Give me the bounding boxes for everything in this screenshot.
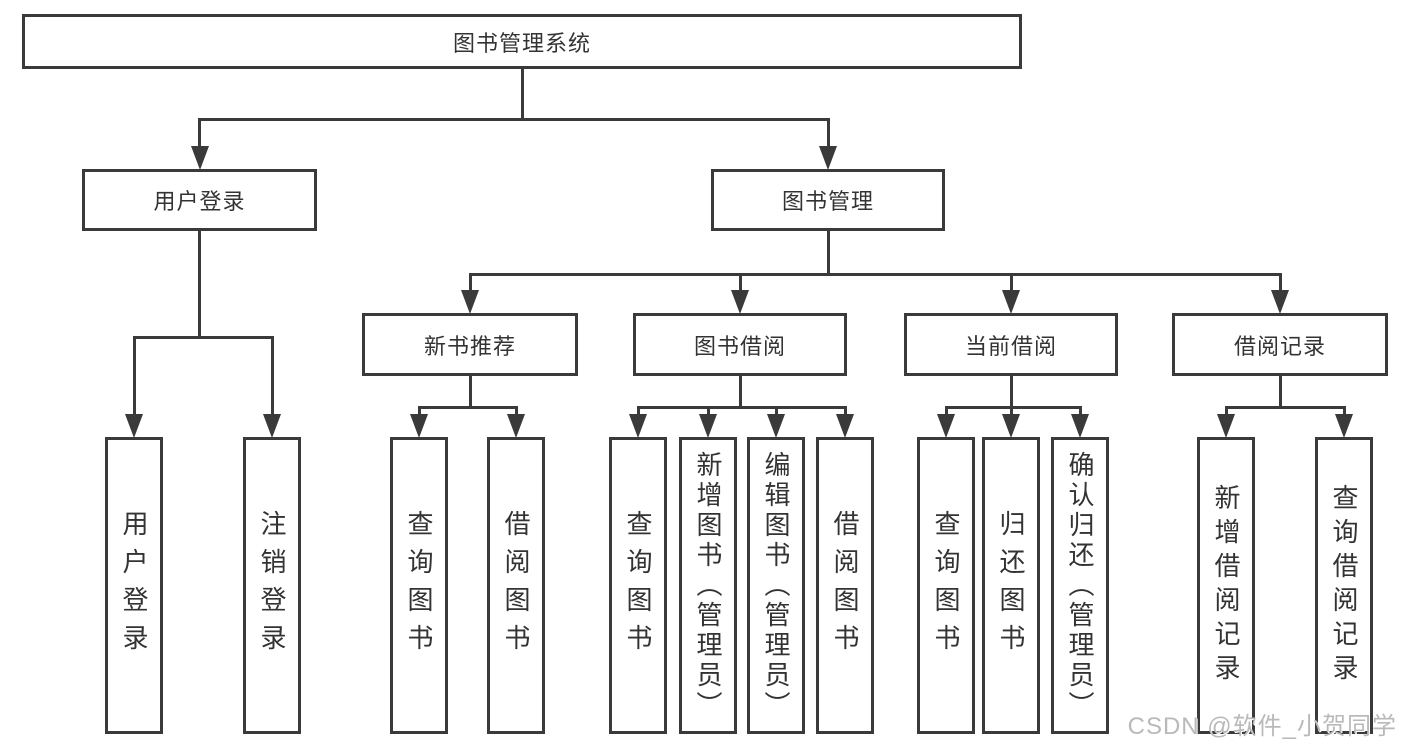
connector-line [1224,406,1346,409]
node-label: 用户登录 [153,189,246,214]
node-label: 图书借阅 [693,333,786,359]
watermark: CSDN @软件_小贺同学 [1127,713,1397,740]
arrowhead-down-icon [836,414,854,438]
node-book-mgmt: 图书管理 [711,169,945,231]
connector-line [826,118,830,148]
arrowhead-down-icon [1071,414,1089,438]
connector-line [636,406,847,409]
arrowhead-down-icon [410,414,428,438]
connector-line [843,406,847,416]
node-label: 查询图书 [931,509,961,662]
arrowhead-down-icon [819,146,837,170]
connector-line [1078,406,1082,416]
connector-line [738,375,742,409]
node-label: 新增借阅记录 [1211,483,1241,688]
connector-line [417,406,518,409]
node-label: 查询图书 [404,509,434,662]
node-label: 新书推荐 [423,333,516,359]
node-leaf-logout: 注销登录 [243,437,301,734]
connector-line [1278,273,1282,292]
node-nb-borrow: 借阅图书 [487,437,545,734]
node-label: 当前借阅 [964,333,1057,359]
node-br-query: 查询借阅记录 [1315,437,1373,734]
arrowhead-down-icon [507,414,525,438]
connector-line [1278,375,1282,409]
node-label: 借阅图书 [501,509,531,662]
node-label: 图书管理 [781,189,874,214]
arrowhead-down-icon [629,414,647,438]
node-new-books: 新书推荐 [362,313,578,376]
node-label: 图书管理系统 [452,30,591,56]
node-label: 查询图书 [623,509,653,662]
connector-line [468,375,472,409]
arrowhead-down-icon [699,414,717,438]
node-label: 编辑图书（管理员） [761,450,791,721]
connector-line [468,273,1282,276]
arrowhead-down-icon [937,414,955,438]
node-cb-confirm: 确认归还（管理员） [1051,437,1109,734]
connector-line [738,273,742,292]
arrowhead-down-icon [731,290,749,314]
connector-line [774,406,778,416]
node-cb-return: 归还图书 [982,437,1040,734]
connector-line [132,336,136,416]
connector-line [132,336,274,339]
connector-line [944,406,948,416]
connector-line [198,118,830,121]
connector-line [514,406,518,416]
connector-line [198,118,201,148]
arrowhead-down-icon [1002,290,1020,314]
connector-line [1009,375,1013,409]
node-label: 用户登录 [119,509,149,662]
node-book-borrow: 图书借阅 [633,313,847,376]
arrowhead-down-icon [1217,414,1235,438]
node-label: 借阅图书 [830,509,860,662]
connector-line [1224,406,1228,416]
arrowhead-down-icon [767,414,785,438]
connector-line [417,406,421,416]
node-br-add: 新增借阅记录 [1197,437,1255,734]
node-cb-query: 查询图书 [917,437,975,734]
connector-line [1342,406,1346,416]
connector-line [198,230,201,339]
connector-line [270,336,274,416]
arrowhead-down-icon [263,414,281,438]
node-label: 新增图书（管理员） [693,450,723,721]
connector-line [706,406,710,416]
node-bb-add: 新增图书（管理员） [679,437,737,734]
node-nb-query: 查询图书 [390,437,448,734]
connector-line [1009,273,1013,292]
node-bb-edit: 编辑图书（管理员） [747,437,805,734]
arrowhead-down-icon [1002,414,1020,438]
arrowhead-down-icon [125,414,143,438]
node-bb-query: 查询图书 [609,437,667,734]
node-label: 借阅记录 [1233,333,1326,359]
connector-line [468,273,472,292]
arrowhead-down-icon [1335,414,1353,438]
connector-line [1009,406,1013,416]
node-label: 注销登录 [257,509,287,662]
arrowhead-down-icon [1271,290,1289,314]
connector-line [826,230,830,276]
node-leaf-login: 用户登录 [105,437,163,734]
arrowhead-down-icon [190,146,209,170]
node-label: 归还图书 [996,509,1026,662]
node-user-login: 用户登录 [82,169,317,231]
connector-line [520,68,524,121]
node-root: 图书管理系统 [22,14,1022,69]
node-label: 查询借阅记录 [1329,483,1359,688]
connector-line [944,406,1082,409]
arrowhead-down-icon [461,290,479,314]
node-bb-borrow: 借阅图书 [816,437,874,734]
connector-line [636,406,640,416]
node-current-borrow: 当前借阅 [904,313,1118,376]
node-label: 确认归还（管理员） [1065,450,1095,721]
node-borrow-records: 借阅记录 [1172,313,1388,376]
